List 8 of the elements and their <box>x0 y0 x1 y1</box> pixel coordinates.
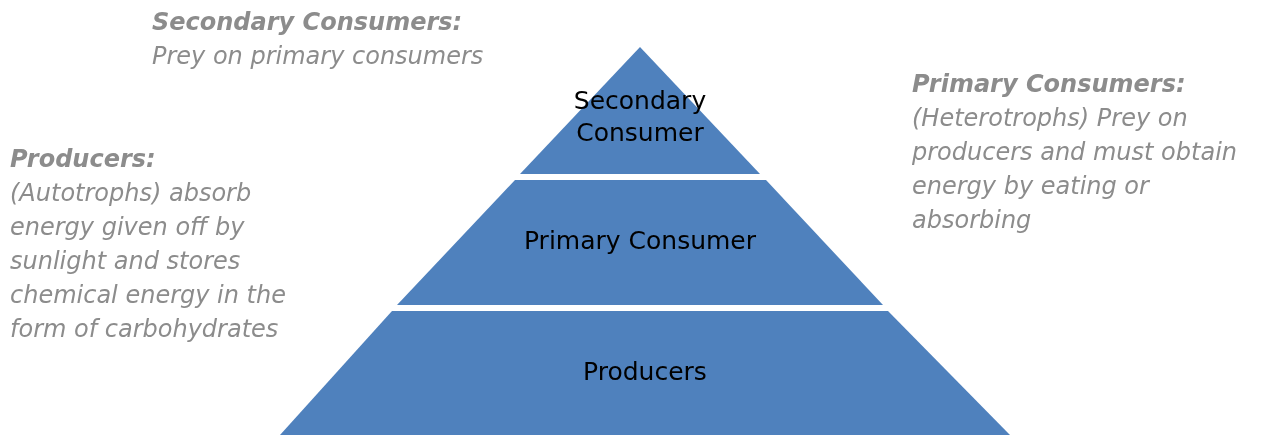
annotation-heading: Primary Consumers: <box>912 69 1187 100</box>
annotation-heading: Producers: <box>10 144 157 175</box>
annotation-text: (Heterotrophs) Prey on producers and must obtain energy by eating or absorbing <box>912 103 1239 236</box>
tier-label: Primary Consumer <box>523 225 757 257</box>
annotation-heading: Secondary Consumers: <box>152 7 464 38</box>
annotation-text: (Autotrophs) absorb energy given off by sunlight and stores chemical energy in the form of carbohydrates <box>10 178 287 345</box>
tier-label: Producers <box>582 356 708 388</box>
annotation-text: Prey on primary consumers <box>152 41 485 72</box>
